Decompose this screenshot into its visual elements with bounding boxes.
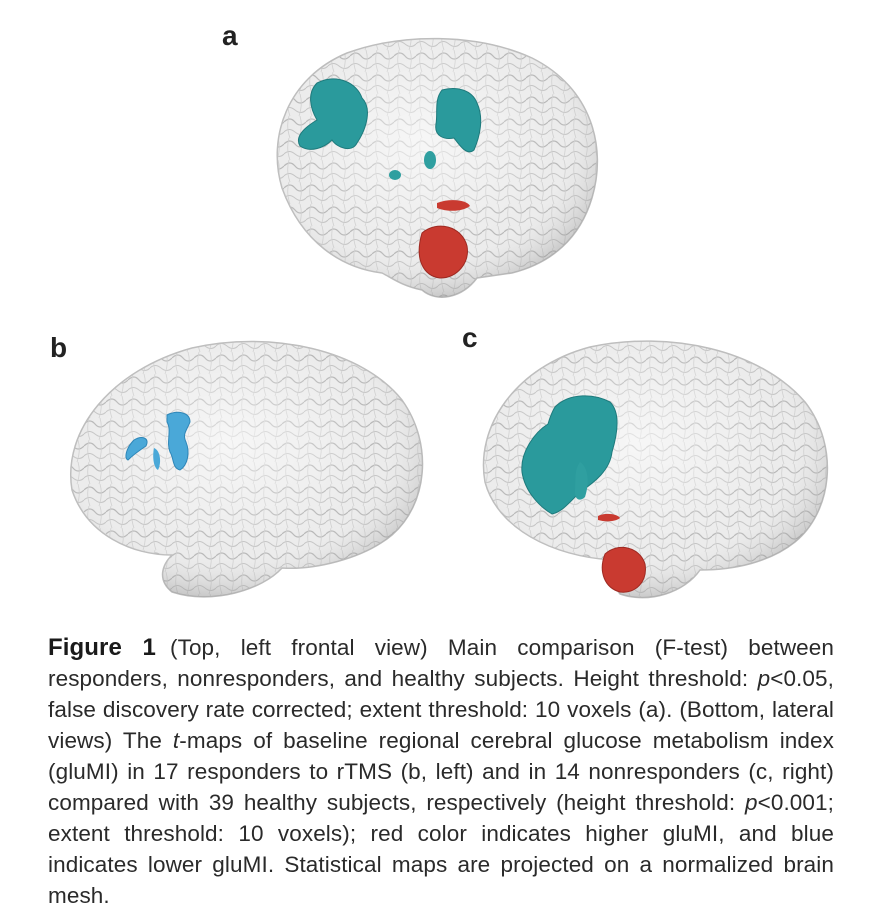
brain-image-c (482, 340, 829, 599)
panel-label-b: b (50, 332, 68, 363)
cluster-blue-a (298, 78, 482, 180)
caption-text-2: <0.05, false discovery rate corrected; e… (48, 666, 834, 753)
caption-p-2: p (744, 790, 758, 815)
caption-t: t (172, 728, 180, 753)
caption-text-1: (Top, left frontal view) Main comparison… (48, 635, 835, 691)
cluster-blue-b (125, 411, 191, 471)
cluster-blue-c (521, 395, 618, 515)
panel-label-c: c (462, 322, 478, 353)
caption-text-3: -maps of baseline regional cerebral gluc… (48, 728, 834, 815)
figure-label: Figure 1 (48, 634, 156, 661)
brain-image-b (70, 340, 424, 598)
brain-image-a (276, 37, 599, 298)
cluster-red-c (598, 513, 646, 593)
cluster-red-a (418, 200, 470, 279)
caption-text-4: <0.001; extent threshold: 10 voxels); re… (48, 790, 834, 908)
caption-p-1: p (757, 666, 771, 691)
figure-caption: Figure 1(Top, left frontal view) Main co… (48, 632, 834, 911)
panel-label-a: a (222, 20, 238, 51)
